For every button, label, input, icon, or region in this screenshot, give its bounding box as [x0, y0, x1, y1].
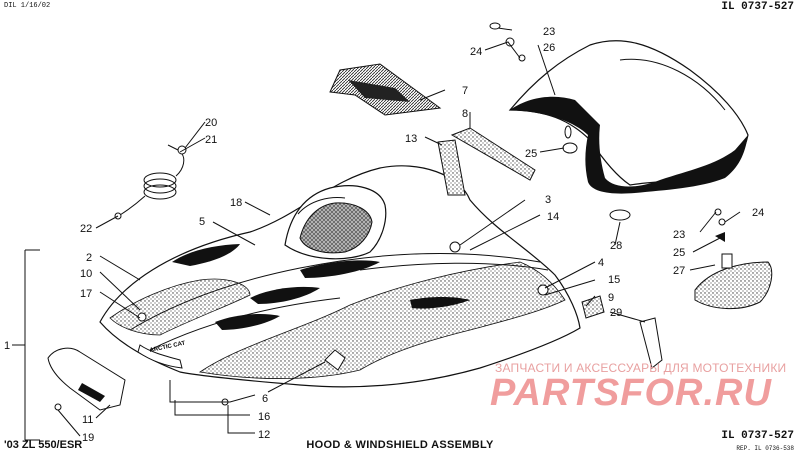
callout-22: 22: [80, 223, 92, 235]
decal-9: [581, 295, 605, 319]
callout-28: 28: [610, 240, 622, 252]
decal-7: [329, 63, 442, 116]
bracket-29: [639, 317, 663, 369]
fastener-23-24-top: [489, 22, 526, 62]
callout-10: 10: [80, 268, 92, 280]
callout-13: 13: [405, 133, 417, 145]
leader-lines: [12, 27, 741, 441]
retainer-cable: [114, 144, 187, 220]
watermark-logo: PARTSFOR.RU: [490, 372, 772, 414]
callout-24-top: 24: [470, 46, 482, 58]
front-bumper-bracket: [47, 347, 126, 411]
callout-4: 4: [598, 257, 604, 269]
clip-6: [324, 349, 346, 371]
callout-9: 9: [608, 292, 614, 304]
date-code: DIL 1/16/02: [4, 2, 51, 10]
callout-2: 2: [86, 252, 92, 264]
reference-id: REP. IL 0736-538: [736, 445, 794, 452]
callout-3: 3: [545, 194, 551, 206]
model-label: '03 ZL 550/ESR: [4, 439, 83, 451]
grommet-4: [537, 284, 549, 296]
callout-19: 19: [82, 432, 94, 444]
side-fairing-27: [694, 253, 773, 310]
callout-24-right: 24: [752, 207, 764, 219]
callout-23-right: 23: [673, 229, 685, 241]
callout-26: 26: [543, 42, 555, 54]
callout-18: 18: [230, 197, 242, 209]
decal-8: [450, 127, 536, 181]
fastener-23-24-right: [714, 208, 726, 242]
callout-numbers: 1 2 3 4 5 6 7 8 9 10 11 12 13 14 15 16 1…: [4, 26, 764, 444]
callout-5: 5: [199, 216, 205, 228]
watermark-tagline: ЗАПЧАСТИ И АКСЕССУАРЫ ДЛЯ МОТОТЕХНИКИ: [495, 361, 787, 375]
hood: ARCTIC CAT: [99, 165, 581, 388]
callout-29: 29: [610, 307, 622, 319]
callout-11: 11: [82, 414, 93, 426]
callout-1: 1: [4, 340, 10, 352]
decal-13: [437, 139, 466, 196]
grommet-3: [449, 241, 461, 253]
windshield: [508, 40, 749, 194]
callout-7: 7: [462, 85, 468, 97]
callout-21: 21: [205, 134, 217, 146]
illustration-id-top: IL 0737-527: [721, 1, 794, 13]
callout-12: 12: [258, 429, 270, 441]
illustration-id-bottom: IL 0737-527: [721, 430, 794, 442]
diagram-title: HOOD & WINDSHIELD ASSEMBLY: [306, 439, 494, 451]
callout-23-top: 23: [543, 26, 555, 38]
callout-14: 14: [547, 211, 559, 223]
callout-16: 16: [258, 411, 270, 423]
callout-6: 6: [262, 393, 268, 405]
callout-20: 20: [205, 117, 217, 129]
callout-15: 15: [608, 274, 620, 286]
callout-17: 17: [80, 288, 92, 300]
grommet-28: [609, 209, 631, 221]
callout-8: 8: [462, 108, 468, 120]
callout-25-shield: 25: [525, 148, 537, 160]
callout-27: 27: [673, 265, 685, 277]
callout-25-right: 25: [673, 247, 685, 259]
